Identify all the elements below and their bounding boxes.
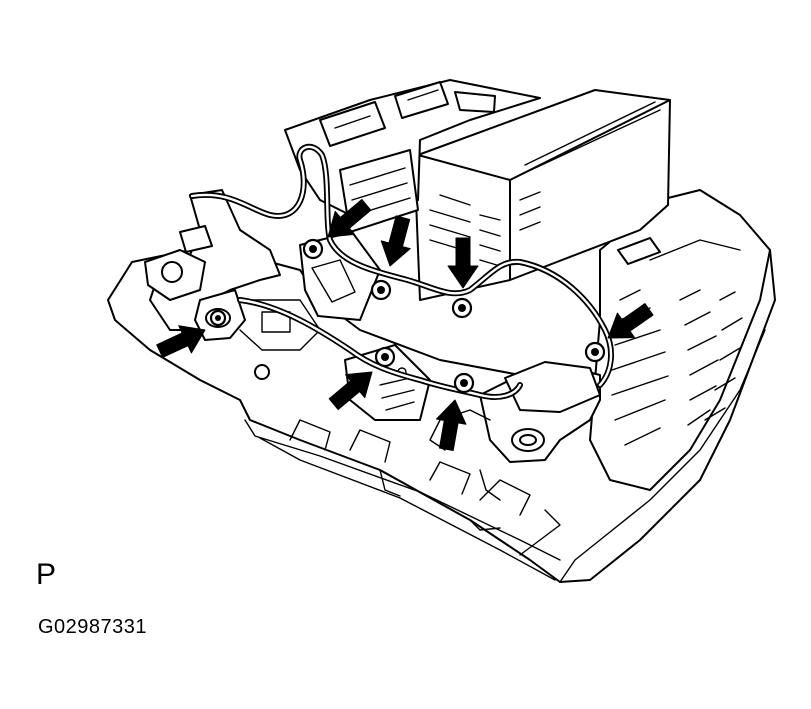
- wire-harness: [189, 143, 614, 400]
- nut-icon: [584, 341, 606, 363]
- nut-icon: [209, 309, 227, 327]
- view-label: P: [36, 558, 57, 591]
- rear-connector-block: [284, 79, 541, 233]
- left-bracket: [144, 189, 321, 380]
- fastener-nuts: [209, 238, 606, 394]
- upper-control-box: [415, 89, 671, 301]
- nut-icon: [374, 346, 396, 368]
- nut-icon: [453, 372, 475, 394]
- nut-icon: [302, 238, 324, 260]
- nut-icon: [451, 297, 473, 319]
- right-connector-bracket: [429, 361, 601, 463]
- nut-icon: [370, 279, 392, 301]
- right-ribbed-housing: [589, 189, 771, 491]
- figure-id: G02987331: [38, 616, 148, 638]
